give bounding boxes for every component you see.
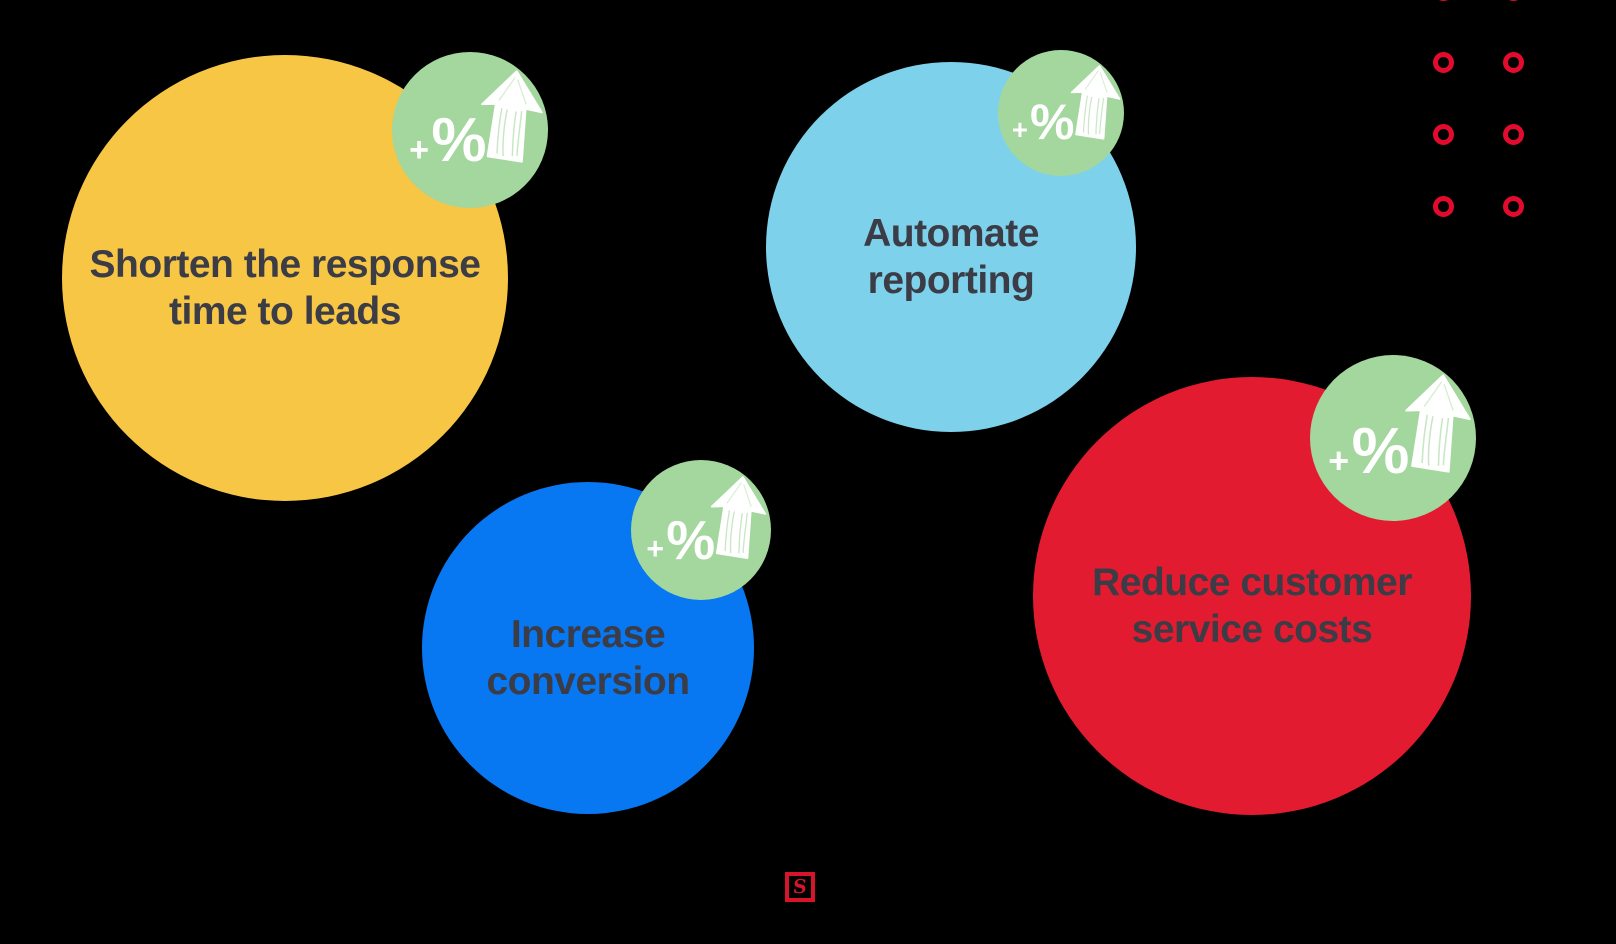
plus-percent-label: + %	[1328, 418, 1410, 483]
bubble-label: Reduce customer service costs	[1092, 539, 1412, 653]
ring-dot	[1433, 52, 1454, 73]
bubble-label: Automate reporting	[863, 190, 1039, 304]
bubble-label-line: Reduce customer	[1092, 561, 1412, 604]
plus-sign: +	[1328, 440, 1351, 481]
bubble-automate-reporting: Automate reporting + %	[766, 50, 1136, 432]
plus-sign: +	[646, 532, 666, 566]
percent-sign: %	[1030, 94, 1076, 151]
brand-logo-letter: S	[792, 875, 809, 898]
growth-percent-badge: + %	[1310, 355, 1476, 521]
ring-dot	[1503, 0, 1524, 1]
ring-dots-ornament	[1433, 0, 1524, 217]
plus-sign: +	[1011, 114, 1029, 146]
plus-percent-label: + %	[409, 110, 487, 172]
up-arrow-icon	[1070, 64, 1121, 140]
ring-dot	[1433, 124, 1454, 145]
bubble-label-line: Increase	[510, 613, 666, 656]
bubble-label-line: Automate	[863, 212, 1039, 255]
bubble-label: Shorten the response time to leads	[90, 221, 481, 335]
bubble-label-line: reporting	[867, 259, 1035, 302]
ring-dot	[1433, 196, 1454, 217]
plus-percent-label: + %	[1012, 97, 1076, 147]
bubble-label-line: service costs	[1131, 608, 1373, 651]
growth-percent-badge: + %	[631, 460, 771, 600]
bubble-reduce-customer-service-costs: Reduce customer service costs + %	[1033, 355, 1476, 815]
ring-dot	[1503, 196, 1524, 217]
growth-percent-badge: + %	[998, 50, 1124, 176]
bubble-label-line: Shorten the response	[89, 243, 481, 286]
up-arrow-icon	[481, 70, 544, 163]
bubble-increase-conversion: Increase conversion + %	[422, 460, 771, 814]
bubble-shorten-response-time: Shorten the response time to leads + %	[62, 52, 548, 501]
percent-sign: %	[666, 508, 717, 571]
bubble-label-line: time to leads	[169, 290, 401, 333]
bubble-label: Increase conversion	[486, 591, 690, 705]
plus-sign: +	[409, 131, 431, 170]
plus-percent-label: + %	[646, 508, 717, 571]
percent-sign: %	[431, 106, 488, 176]
brand-logo: S	[785, 872, 815, 902]
up-arrow-icon	[711, 476, 767, 560]
percent-sign: %	[1351, 413, 1411, 487]
ring-dot	[1503, 124, 1524, 145]
ring-dot	[1433, 0, 1454, 1]
growth-percent-badge: + %	[392, 52, 548, 208]
bubble-label-line: conversion	[486, 660, 690, 703]
up-arrow-icon	[1405, 374, 1471, 473]
ring-dot	[1503, 52, 1524, 73]
